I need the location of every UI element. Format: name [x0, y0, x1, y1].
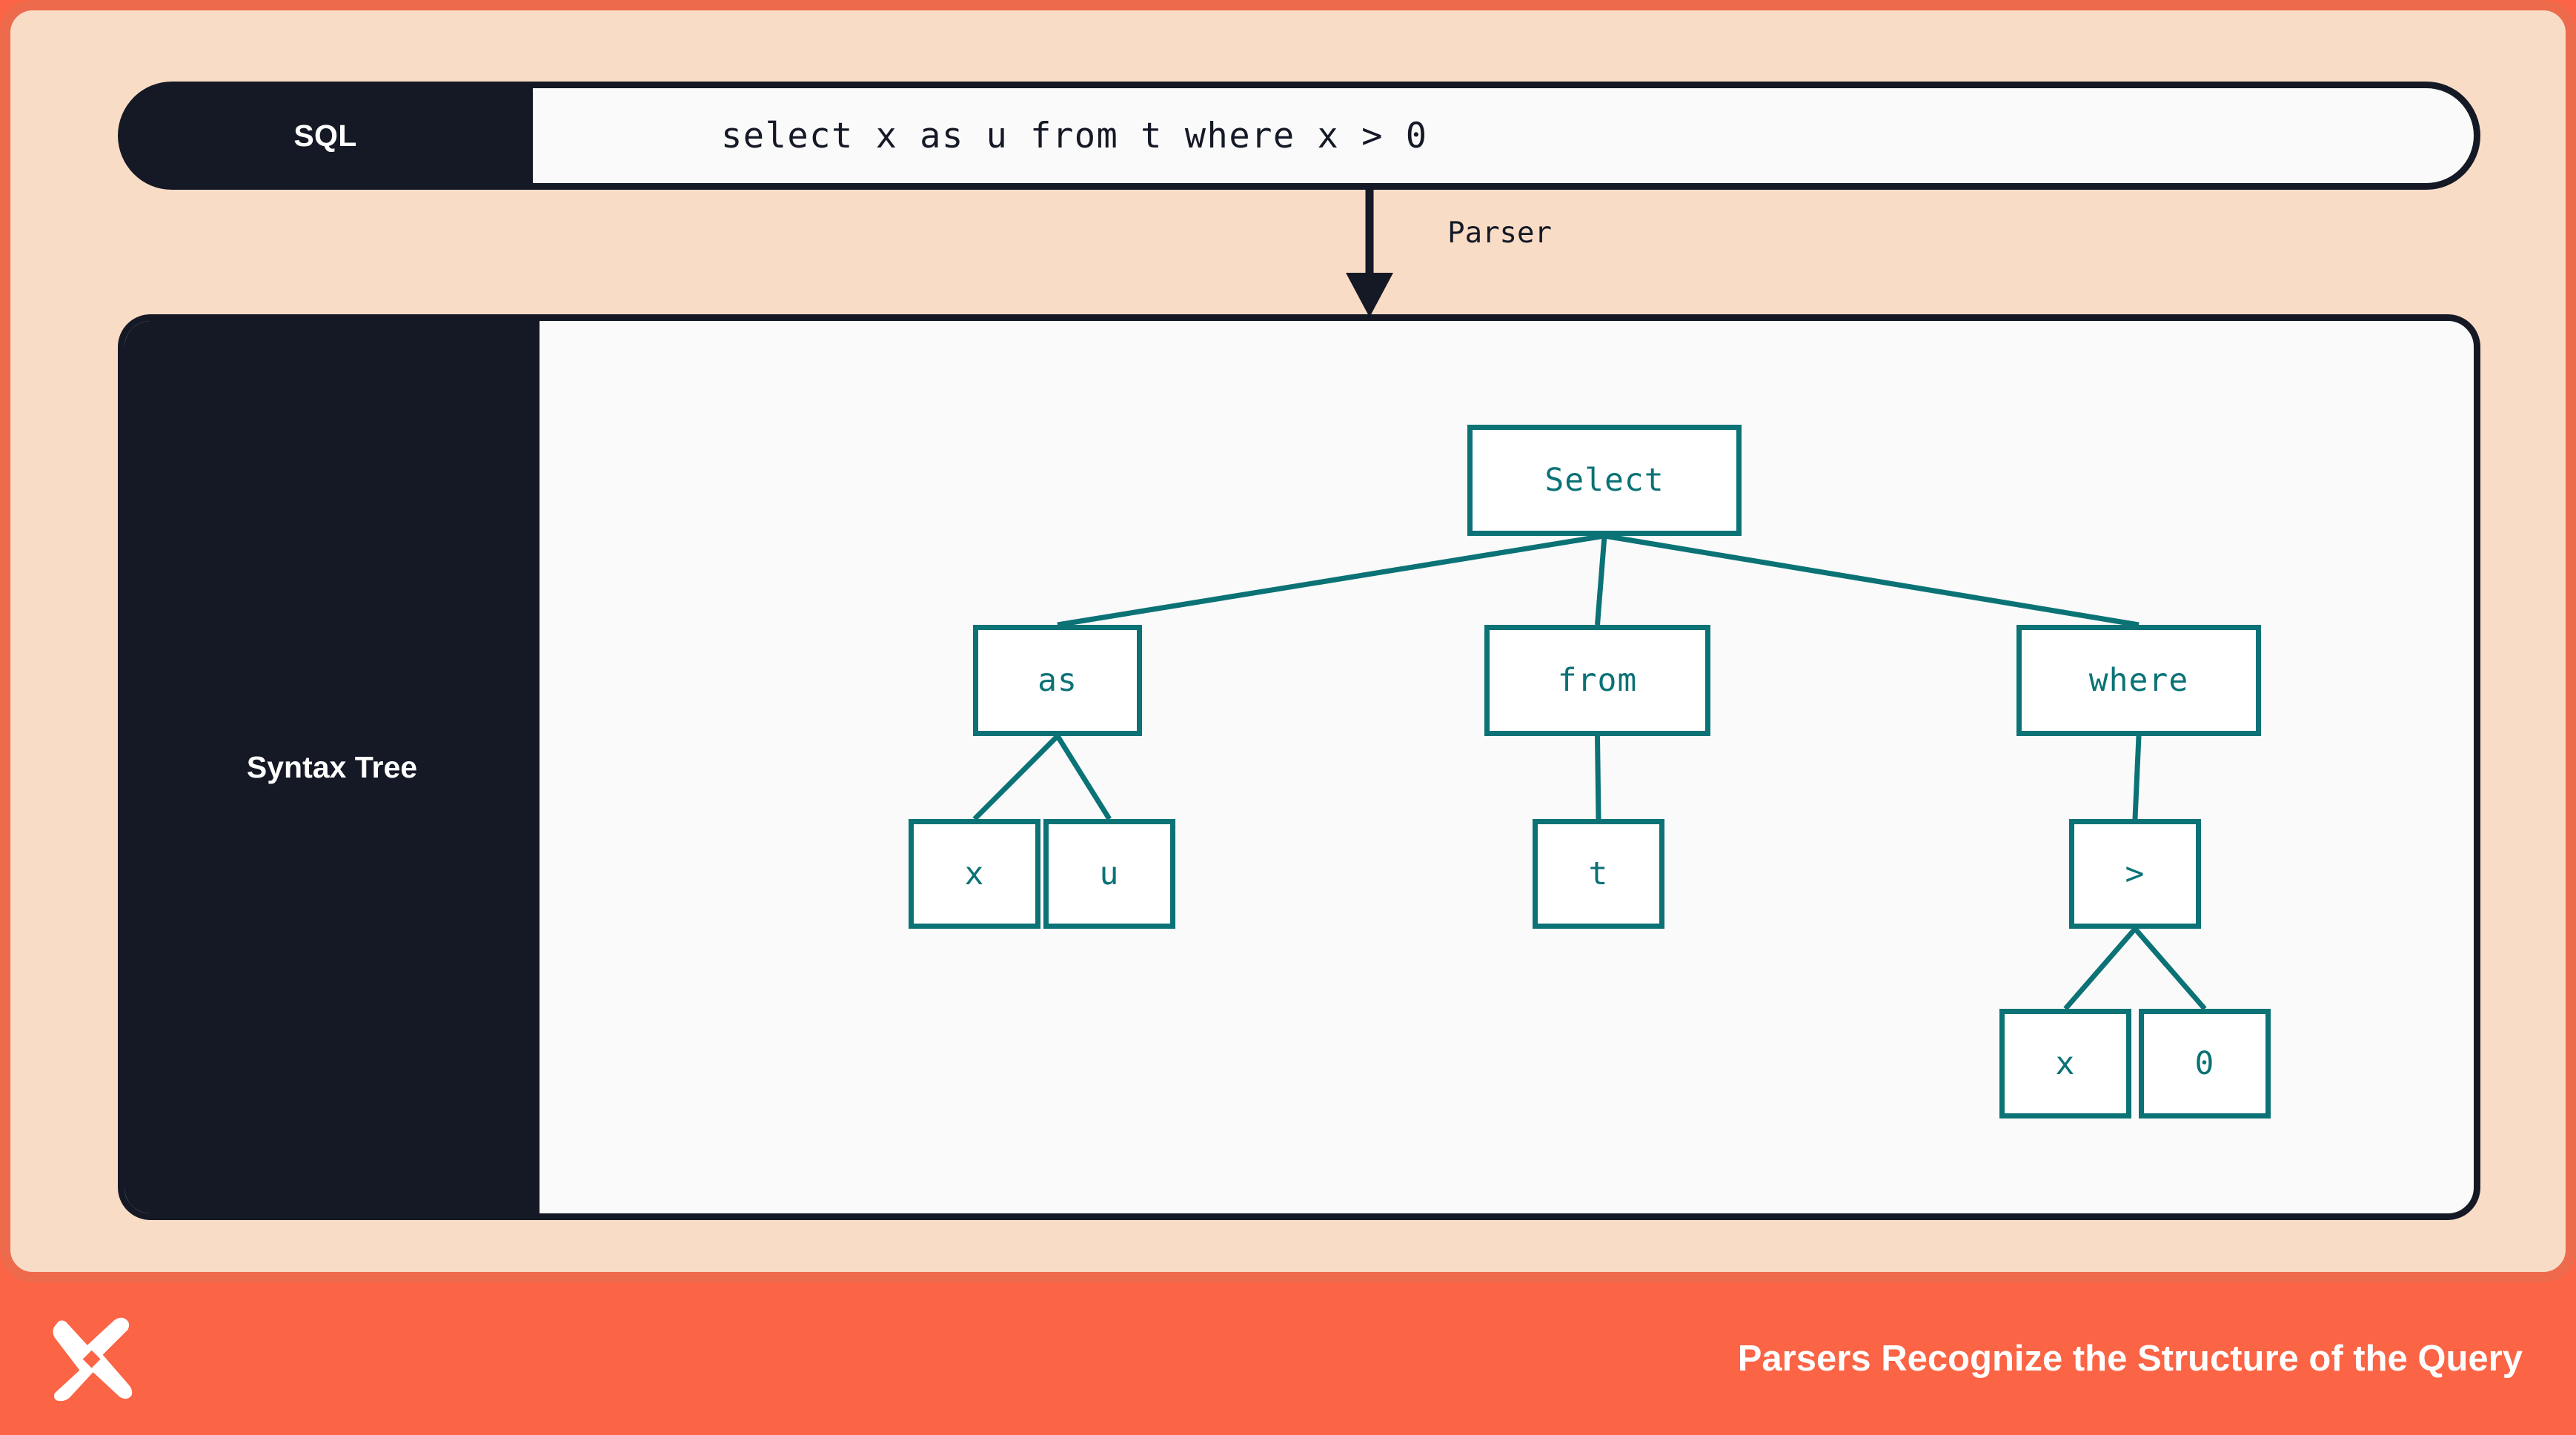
tree-node-label: as	[1038, 662, 1078, 699]
tree-edge-as-u	[1055, 735, 1112, 821]
sql-query-text: select x as u from t where x > 0	[721, 115, 1428, 156]
tree-node-label: >	[2125, 855, 2145, 892]
tree-node-zero: 0	[2139, 1009, 2271, 1118]
tree-node-label: Select	[1544, 462, 1664, 499]
tree-node-x1: x	[909, 819, 1040, 929]
tree-node-t: t	[1533, 819, 1664, 929]
x-mark-logo-icon	[53, 1317, 133, 1402]
tree-node-u: u	[1043, 819, 1175, 929]
syntax-tree-edges	[972, 533, 2207, 1011]
tree-node-label: x	[2055, 1045, 2076, 1082]
tree-node-label: from	[1557, 662, 1638, 699]
syntax-tree-canvas: Select as from where x u t > x 0	[540, 321, 2474, 1213]
parser-label: Parser	[1447, 216, 1552, 250]
tree-edge-as-x1	[972, 734, 1060, 821]
tree-edge-from-t	[1595, 735, 1601, 820]
sql-query-field[interactable]: select x as u from t where x > 0	[533, 82, 2480, 190]
sql-label-text: SQL	[293, 118, 357, 153]
footer-caption: Parsers Recognize the Structure of the Q…	[1737, 1339, 2523, 1379]
tree-edge-where-gt	[2132, 735, 2142, 820]
tree-node-as: as	[973, 625, 1142, 736]
tree-node-x2: x	[1999, 1009, 2131, 1118]
down-arrow-icon	[1346, 190, 1393, 317]
tree-node-label: 0	[2194, 1045, 2215, 1082]
footer-bar: Parsers Recognize the Structure of the Q…	[0, 1282, 2576, 1435]
content-panel: SQL select x as u from t where x > 0 Par…	[0, 0, 2576, 1282]
tree-node-label: x	[964, 855, 985, 892]
tree-node-from: from	[1484, 625, 1710, 736]
syntax-tree-label-sidebar: Syntax Tree	[125, 321, 540, 1213]
tree-edge-select-as	[1057, 533, 1605, 628]
syntax-tree-panel: Syntax Tree Select as from where x u t > x 0	[118, 314, 2480, 1220]
sql-label-pill: SQL	[118, 82, 533, 190]
parser-transition: Parser	[1300, 190, 1611, 319]
tree-node-label: where	[2088, 662, 2189, 699]
tree-node-label: u	[1099, 855, 1120, 892]
tree-node-where: where	[2016, 625, 2261, 736]
tree-edge-gt-x2	[2063, 927, 2137, 1011]
tree-edge-select-where	[1604, 533, 2140, 628]
tree-node-select: Select	[1467, 425, 1742, 536]
tree-node-label: t	[1588, 855, 1609, 892]
tree-edge-select-from	[1595, 535, 1607, 626]
tree-edge-gt-zero	[2133, 927, 2207, 1011]
tree-node-gt: >	[2069, 819, 2201, 929]
syntax-tree-label-text: Syntax Tree	[246, 749, 418, 784]
sql-row: SQL select x as u from t where x > 0	[118, 82, 2480, 190]
